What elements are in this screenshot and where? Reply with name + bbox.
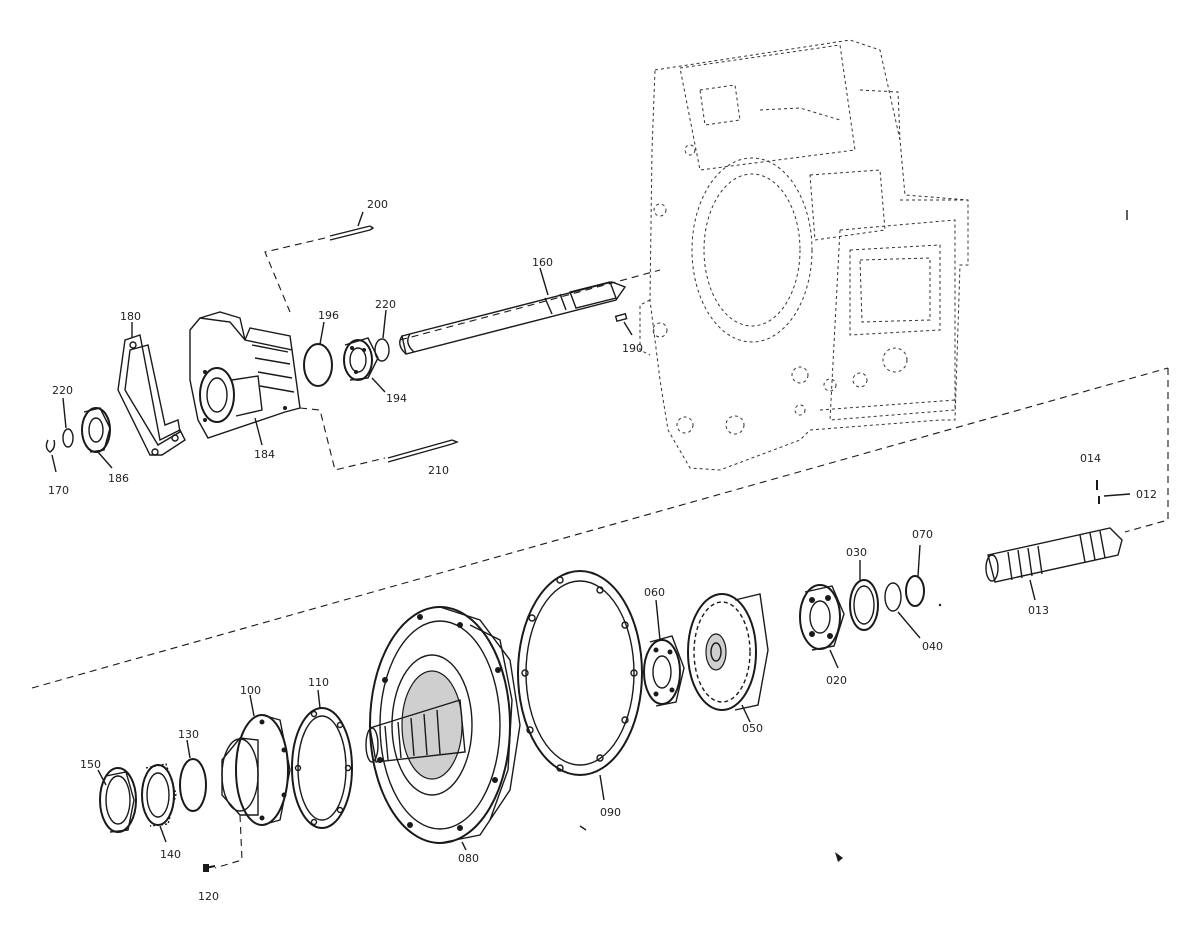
label-040: 040 [922, 640, 943, 653]
part-200-pin [329, 211, 375, 241]
leader-120 [214, 814, 243, 869]
label-180: 180 [120, 310, 141, 323]
label-220-upper: 220 [375, 298, 396, 311]
part-196-ring [303, 321, 333, 387]
part-220-snap-ring-upper [374, 309, 390, 362]
label-070: 070 [912, 528, 933, 541]
part-210-pin [387, 439, 459, 463]
part-080-carrier-housing [365, 606, 521, 851]
label-160: 160 [532, 256, 553, 269]
part-110-gasket [291, 689, 353, 829]
label-210: 210 [428, 464, 449, 477]
label-196-upper: 196 [318, 309, 339, 322]
transmission-housing [639, 39, 969, 471]
part-150-seal [97, 767, 137, 833]
label-110: 110 [308, 676, 329, 689]
label-060: 060 [644, 586, 665, 599]
part-184-pump-housing [189, 311, 301, 446]
label-130: 130 [178, 728, 199, 741]
label-150: 150 [80, 758, 101, 771]
part-013-shaft [985, 527, 1123, 601]
label-080: 080 [458, 852, 479, 865]
label-186: 186 [108, 472, 129, 485]
label-170: 170 [48, 484, 69, 497]
part-160-shaft [399, 267, 627, 355]
part-130-ring [179, 739, 207, 812]
part-140-bearing [141, 763, 177, 843]
label-184: 184 [254, 448, 275, 461]
label-190: 190 [622, 342, 643, 355]
part-120-bolt [203, 864, 216, 872]
label-100: 100 [240, 684, 261, 697]
label-014: 014 [1080, 452, 1101, 465]
part-180-gasket [117, 322, 186, 456]
part-040-ring [884, 582, 921, 639]
part-014-012-pins [1096, 480, 1131, 504]
part-100-flange-cover [221, 694, 291, 826]
label-050: 050 [742, 722, 763, 735]
label-030: 030 [846, 546, 867, 559]
part-060-bearing [643, 599, 685, 707]
part-090-gasket [517, 570, 643, 801]
leader-210 [299, 407, 386, 471]
part-190-key [614, 312, 633, 336]
stray-marks [579, 210, 1128, 862]
label-090: 090 [600, 806, 621, 819]
label-194: 194 [386, 392, 407, 405]
part-030-disc [849, 560, 879, 631]
part-050-gear [687, 593, 769, 723]
label-140: 140 [160, 848, 181, 861]
part-070-ring [905, 544, 925, 607]
label-200: 200 [367, 198, 388, 211]
part-186-bearing [81, 407, 113, 469]
label-020: 020 [826, 674, 847, 687]
part-020-bearing [799, 584, 845, 669]
part-194-bearing [343, 337, 386, 393]
label-220-lower: 220 [52, 384, 73, 397]
part-170-circlip [45, 439, 57, 473]
part-labels: 200 160 180 196 220 190 194 220 184 186 … [48, 198, 1157, 903]
label-012: 012 [1136, 488, 1157, 501]
label-120: 120 [198, 890, 219, 903]
label-013: 013 [1028, 604, 1049, 617]
assembly-centerline [31, 269, 1169, 689]
leader-200 [264, 237, 326, 313]
part-220-snap-ring-lower [62, 397, 74, 448]
